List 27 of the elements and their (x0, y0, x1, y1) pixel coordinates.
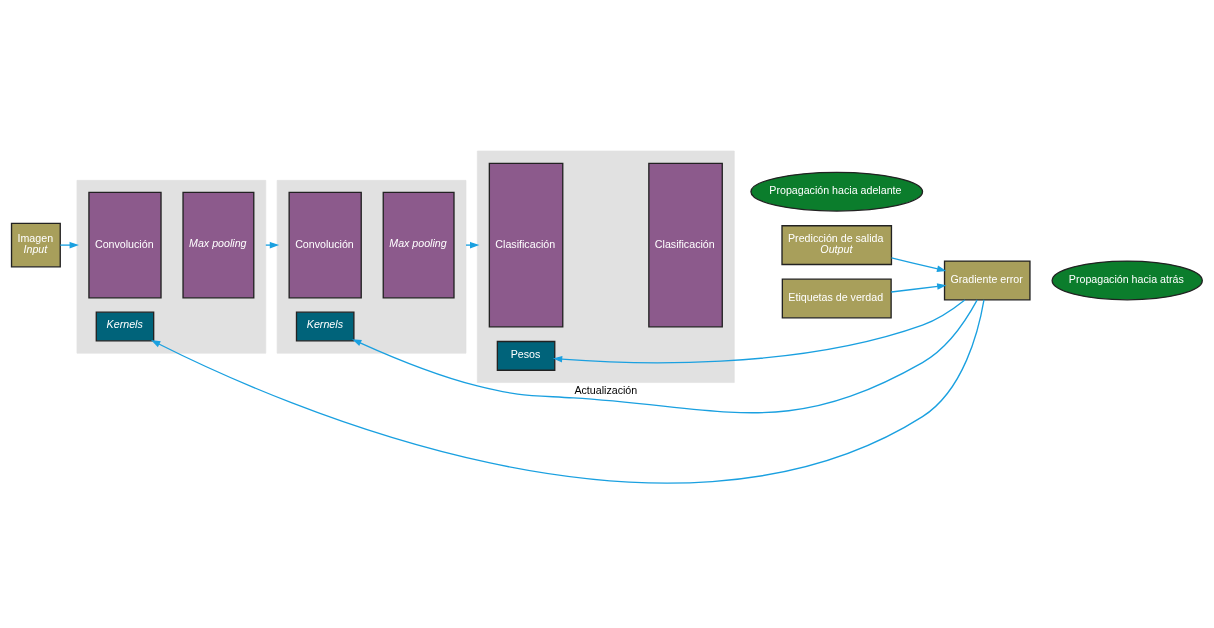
cluster (76, 179, 267, 354)
node-box: Predicción de salida Output (781, 224, 893, 265)
arrow (265, 241, 280, 248)
arrow (890, 256, 947, 272)
node-box: Convolución (88, 191, 162, 298)
node-box: Kernels (295, 311, 355, 342)
node-ellipse: Propagación hacia atrás (1051, 259, 1203, 300)
node-box: Max pooling (182, 191, 255, 298)
node-box: Imagen Input (10, 222, 61, 267)
arrow (552, 298, 966, 363)
node-box: Max pooling (382, 191, 455, 298)
node-box: Clasificación (488, 162, 564, 328)
cluster (477, 150, 735, 383)
arrow (352, 298, 978, 413)
node-box: Etiquetas de verdad (781, 277, 892, 318)
cluster (276, 179, 467, 354)
arrow (890, 282, 947, 293)
arrow (151, 298, 985, 483)
node-box: Clasificación (648, 162, 723, 328)
node-box: Convolución (288, 191, 362, 298)
node-ellipse: Propagación hacia adelante (750, 171, 924, 212)
edge-label: Actualización (574, 383, 638, 396)
node-box: Gradiente error (943, 259, 1031, 300)
arrow (465, 241, 480, 248)
node-box: Kernels (95, 311, 155, 342)
arrow (59, 241, 79, 248)
node-box: Pesos (496, 340, 556, 371)
